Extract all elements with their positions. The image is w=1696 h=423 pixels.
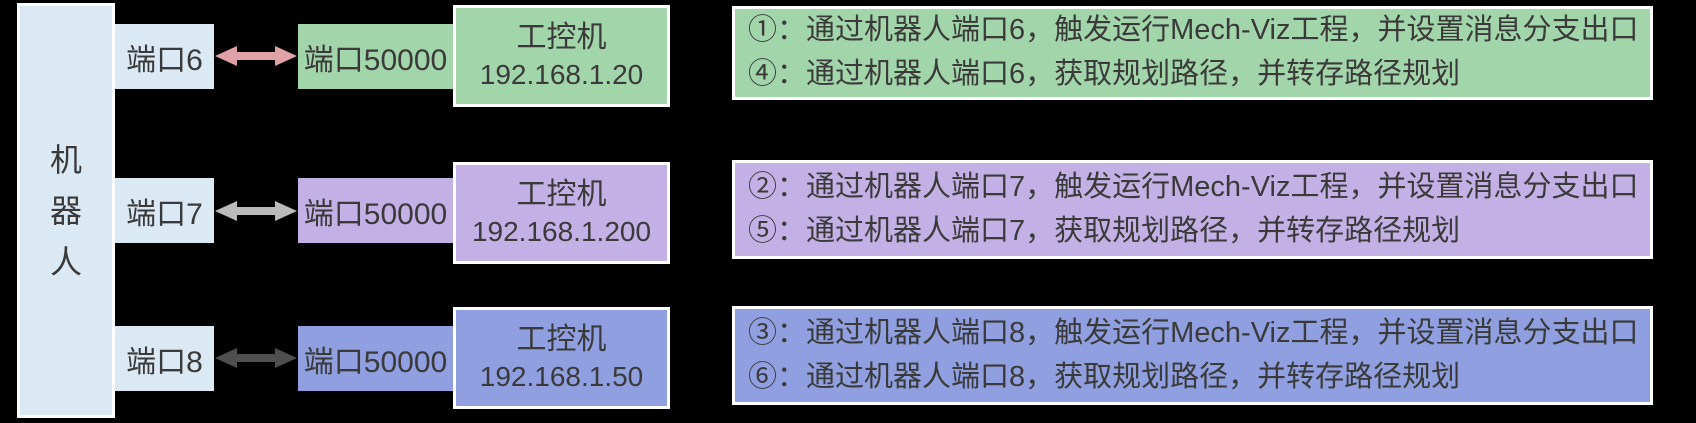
- pc-port-box: 端口50000: [298, 326, 453, 391]
- ipc-box: 工控机 192.168.1.50: [453, 307, 670, 409]
- robot-port-box: 端口6: [115, 24, 214, 89]
- robot-label-char: 人: [49, 243, 82, 280]
- ipc-ip-address: 192.168.1.20: [479, 59, 644, 90]
- ipc-box: 工控机 192.168.1.200: [453, 162, 670, 264]
- bidirectional-arrow-icon: [215, 46, 297, 66]
- robot-port-box: 端口7: [115, 178, 214, 243]
- ipc-title: 工控机: [516, 21, 607, 54]
- annotation-line: ③：通过机器人端口8，触发运行Mech-Viz工程，并设置消息分支出口: [748, 316, 1639, 349]
- robot-label-char: 器: [49, 192, 82, 229]
- robot-box: 机 器 人: [17, 3, 115, 418]
- robot-port-box: 端口8: [115, 326, 214, 391]
- annotation-line: ⑤：通过机器人端口7，获取规划路径，并转存路径规划: [748, 214, 1461, 247]
- ipc-title: 工控机: [516, 178, 607, 211]
- ipc-ip-address: 192.168.1.50: [479, 361, 644, 392]
- annotation-line: ④：通过机器人端口6，获取规划路径，并转存路径规划: [748, 58, 1461, 90]
- ipc-box: 工控机 192.168.1.20: [453, 5, 670, 107]
- annotation-box: ③：通过机器人端口8，触发运行Mech-Viz工程，并设置消息分支出口 ⑥：通过…: [732, 306, 1653, 405]
- bidirectional-arrow-icon: [215, 201, 297, 221]
- annotation-line: ①：通过机器人端口6，触发运行Mech-Viz工程，并设置消息分支出口: [748, 14, 1639, 47]
- ipc-ip-address: 192.168.1.200: [471, 216, 652, 247]
- robot-label-char: 机: [49, 141, 82, 178]
- ipc-title: 工控机: [516, 323, 607, 356]
- annotation-line: ②：通过机器人端口7，触发运行Mech-Viz工程，并设置消息分支出口: [748, 170, 1639, 203]
- pc-port-box: 端口50000: [298, 24, 453, 89]
- bidirectional-arrow-icon: [215, 348, 297, 368]
- annotation-box: ①：通过机器人端口6，触发运行Mech-Viz工程，并设置消息分支出口 ④：通过…: [732, 6, 1653, 100]
- annotation-box: ②：通过机器人端口7，触发运行Mech-Viz工程，并设置消息分支出口 ⑤：通过…: [732, 160, 1653, 259]
- pc-port-box: 端口50000: [298, 178, 453, 243]
- annotation-line: ⑥：通过机器人端口8，获取规划路径，并转存路径规划: [748, 360, 1461, 393]
